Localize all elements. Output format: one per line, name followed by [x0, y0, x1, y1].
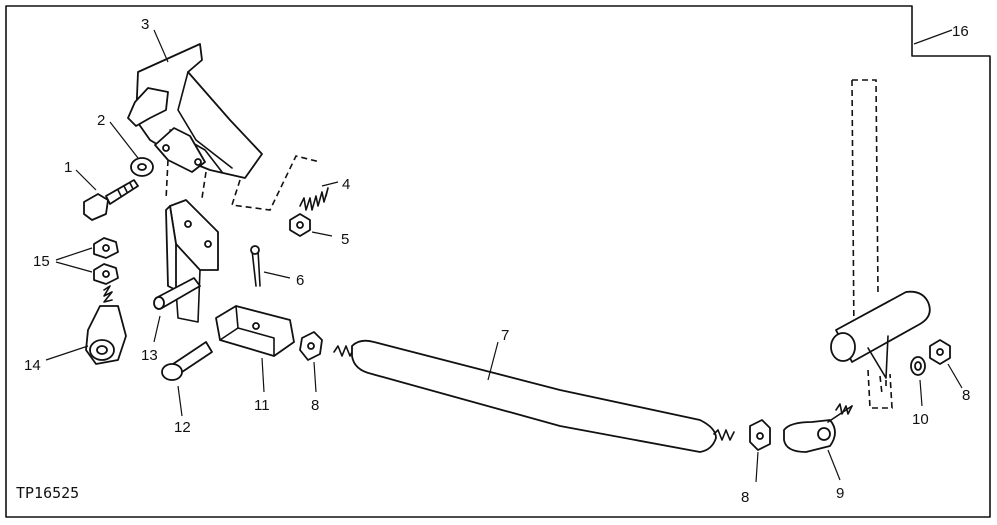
nut-part — [289, 213, 311, 237]
callout-8-right: 8 — [962, 387, 970, 404]
callout-14: 14 — [24, 357, 41, 374]
callout-1: 1 — [64, 159, 72, 176]
spring-hidden-outline — [230, 155, 321, 211]
nut-8-left-part — [299, 331, 323, 361]
callout-5: 5 — [341, 231, 349, 248]
lever-hidden-part — [851, 79, 893, 409]
pedal-part — [127, 43, 263, 179]
nut-8-middle-part — [749, 419, 771, 451]
callout-16: 16 — [952, 23, 969, 40]
nut-15-top-part — [93, 237, 119, 259]
cross-tube-part — [830, 290, 931, 379]
pedal-hidden-outline — [165, 159, 207, 201]
callout-9: 9 — [836, 485, 844, 502]
callout-8-middle: 8 — [741, 489, 749, 506]
callout-7: 7 — [501, 327, 509, 344]
callout-11: 11 — [254, 397, 270, 414]
callout-4: 4 — [342, 176, 350, 193]
nut-8-right-part — [929, 339, 951, 365]
rod-end-part — [85, 285, 127, 365]
callout-2: 2 — [97, 112, 105, 129]
callout-13: 13 — [141, 347, 158, 364]
frame-border — [5, 5, 991, 518]
pin-13-part — [153, 277, 201, 310]
bracket-part — [165, 199, 219, 323]
leader-lines — [45, 29, 963, 483]
washer-part — [130, 157, 154, 177]
callout-8-left: 8 — [311, 397, 319, 414]
callout-12: 12 — [174, 419, 191, 436]
ball-joint-part — [783, 403, 853, 453]
callout-3: 3 — [141, 16, 149, 33]
bolt-part — [83, 179, 139, 221]
rod-part — [333, 339, 735, 453]
cotter-pin-part — [250, 245, 261, 287]
pin-12-part — [161, 341, 213, 381]
callout-6: 6 — [296, 272, 304, 289]
figure-code: TP16525 — [16, 484, 79, 502]
clevis-part — [215, 305, 295, 357]
callout-10: 10 — [912, 411, 929, 428]
spring-part — [299, 187, 329, 211]
nut-15-bottom-part — [93, 263, 119, 285]
washer-10-part — [910, 356, 926, 376]
callout-15: 15 — [33, 253, 50, 270]
